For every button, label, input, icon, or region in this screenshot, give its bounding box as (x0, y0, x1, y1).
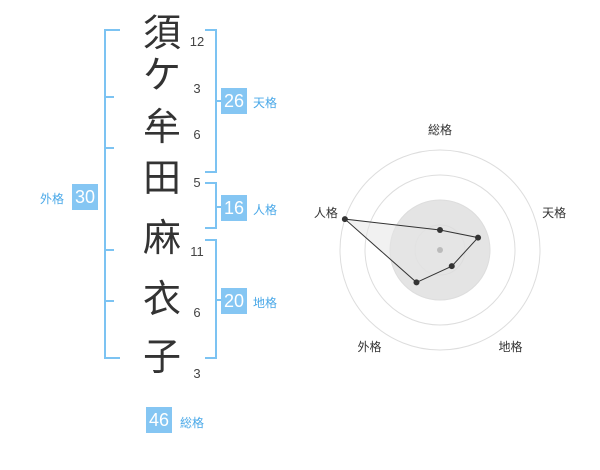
chikaku-bracket-bottom (205, 357, 217, 359)
jinkaku-label: 人格 (253, 203, 278, 217)
soukaku-label: 総格 (180, 416, 205, 430)
tenkaku-label: 天格 (253, 96, 278, 110)
surname-char-1: 須 (142, 11, 181, 55)
radar-axis-label-1: 総格 (428, 122, 452, 137)
gaikaku-tick-4 (104, 300, 114, 302)
gaikaku-tick-3 (104, 249, 114, 251)
chikaku-connector (215, 299, 221, 301)
stroke-count-surname-3: 6 (193, 127, 201, 142)
surname-char-3: 牟 (142, 105, 181, 149)
surname-char-2: ケ (142, 53, 181, 97)
chikaku-badge: 20 (221, 288, 247, 314)
gaikaku-bracket-top (104, 29, 120, 31)
jinkaku-connector (215, 206, 221, 208)
given-char-2: 衣 (142, 277, 181, 321)
stroke-count-surname-1: 12 (189, 34, 205, 49)
gaikaku-badge: 30 (72, 184, 98, 210)
radar-point-4 (413, 279, 420, 286)
stroke-count-given-3: 3 (193, 366, 201, 381)
tenkaku-bracket-top (205, 29, 217, 31)
chikaku-bracket-top (205, 239, 217, 241)
radar-axis-label-3: 地格 (499, 339, 523, 354)
tenkaku-connector (215, 100, 221, 102)
radar-center-point (437, 247, 443, 253)
radar-axis-label-2: 天格 (542, 205, 566, 220)
stroke-count-given-1: 11 (190, 244, 204, 259)
gaikaku-tick-2 (104, 147, 114, 149)
jinkaku-bracket-top (205, 182, 217, 184)
jinkaku-bracket-line (215, 182, 217, 229)
surname-char-4: 田 (142, 156, 181, 200)
soukaku-badge: 46 (146, 407, 172, 433)
radar-value-polygon (343, 218, 479, 283)
radar-point-3 (448, 263, 455, 270)
jinkaku-badge: 16 (221, 195, 247, 221)
gaikaku-tick-1 (104, 96, 114, 98)
radar-axis-label-4: 外格 (357, 339, 381, 354)
gaikaku-bracket-line (104, 29, 106, 359)
given-char-1: 麻 (142, 216, 181, 260)
radar-point-1 (437, 227, 443, 233)
tenkaku-bracket-bottom (205, 171, 217, 173)
radar-axis-label-5: 人格 (314, 205, 338, 220)
radar-ring-4 (339, 149, 541, 351)
radar-point-5 (341, 216, 348, 223)
gaikaku-bracket-bottom (104, 357, 120, 359)
chikaku-label: 地格 (253, 296, 278, 310)
stroke-count-surname-2: 3 (193, 81, 201, 96)
stroke-count-given-2: 6 (193, 305, 201, 320)
gaikaku-label: 外格 (40, 192, 65, 206)
stroke-count-surname-4: 5 (193, 175, 201, 190)
jinkaku-bracket-bottom (205, 227, 217, 229)
radar-ring-3 (364, 174, 516, 326)
tenkaku-badge: 26 (221, 88, 247, 114)
given-char-3: 子 (142, 335, 181, 379)
radar-point-2 (475, 234, 482, 241)
